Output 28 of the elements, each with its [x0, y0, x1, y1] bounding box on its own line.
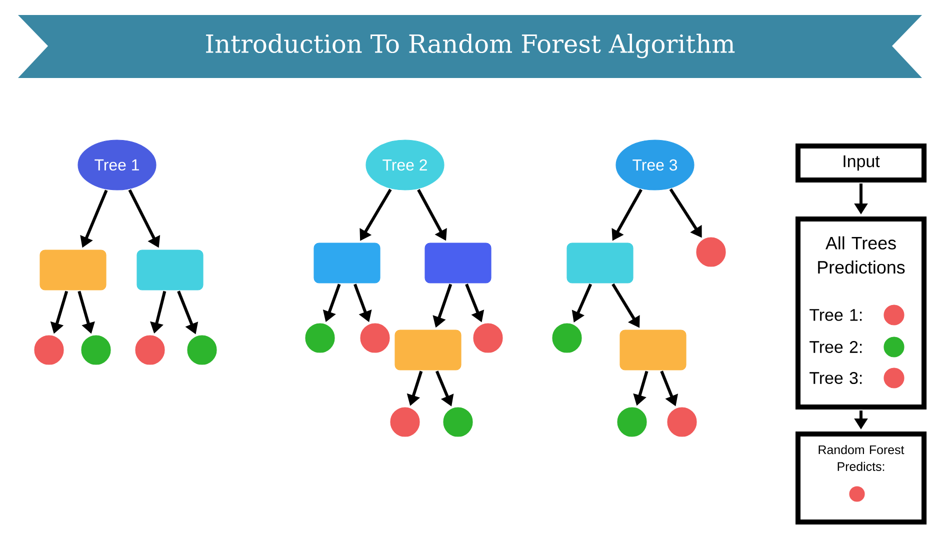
leaf-circle [81, 335, 111, 365]
leaf-circle [667, 407, 697, 437]
prediction-dot [884, 368, 904, 388]
result-box: Random Forest Predicts: [796, 432, 926, 524]
prediction-dot [884, 336, 904, 358]
leaf-circle [135, 335, 165, 365]
prediction-dot [849, 486, 865, 502]
leaf-circle [473, 323, 503, 353]
decision-box [620, 330, 686, 370]
title-banner: Introduction To Random Forest Algorithm [18, 15, 922, 78]
leaf-circle [305, 323, 335, 353]
decision-box [40, 250, 106, 290]
leaf-circle [390, 407, 420, 437]
decision-box [394, 330, 462, 370]
prediction-box: All Trees Predictions Tree 1: Tree 2: Tree 3: [796, 216, 926, 410]
prediction-dot [884, 304, 904, 326]
leaf-circle [34, 335, 64, 365]
leaf-circle [187, 335, 217, 365]
decision-box [314, 242, 380, 284]
leaf-circle [696, 237, 726, 267]
decision-box [424, 242, 492, 284]
input-box: Input [796, 144, 926, 182]
leaf-circle [443, 407, 473, 437]
decision-box [566, 242, 634, 284]
leaf-circle [617, 407, 647, 437]
decision-box [136, 250, 204, 290]
leaf-circle [360, 323, 390, 353]
leaf-circle [552, 323, 582, 353]
